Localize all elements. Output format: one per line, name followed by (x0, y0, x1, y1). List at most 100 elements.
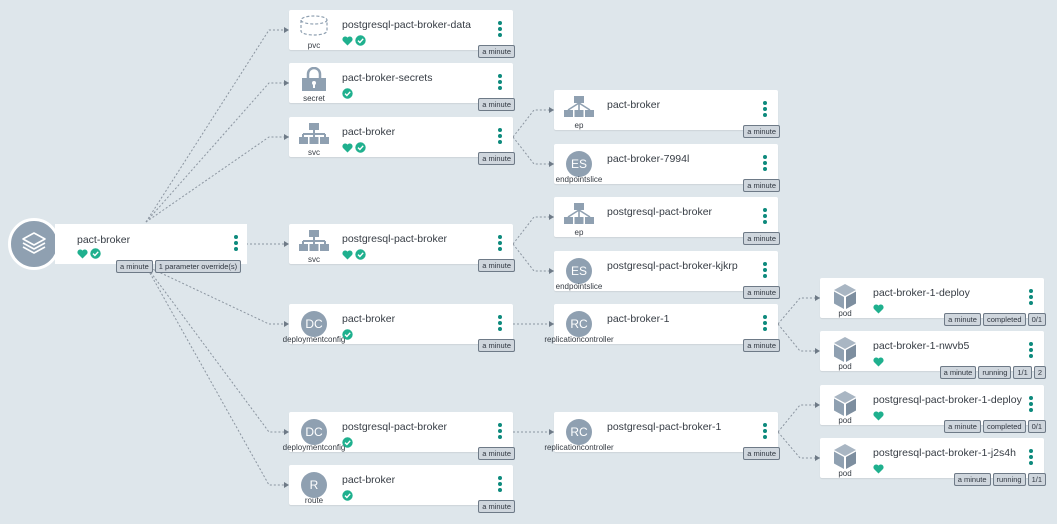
pod-icon (824, 282, 866, 310)
pod-icon (824, 389, 866, 417)
edge-connector (777, 323, 820, 352)
kebab-menu-button[interactable] (497, 423, 503, 443)
kebab-menu-button[interactable] (762, 101, 768, 121)
node-tag: a minute (743, 179, 780, 192)
edge-connector (145, 29, 289, 223)
kebab-menu-button[interactable] (762, 208, 768, 228)
kebab-menu-button[interactable] (497, 315, 503, 335)
node-tag: 0/1 (1027, 420, 1046, 433)
node-tag: a minute (478, 152, 515, 165)
kebab-menu-button[interactable] (762, 423, 768, 443)
node-icon-area: svc (293, 117, 335, 161)
node-tags: a minute (478, 259, 515, 272)
status-check-icon (355, 33, 366, 46)
root-application-card[interactable]: pact-broker (55, 224, 247, 264)
node-tag: 0/1 (1027, 313, 1046, 326)
node-icon-area: ep (558, 197, 600, 241)
kebab-menu-button[interactable] (233, 235, 239, 255)
kebab-menu-button[interactable] (1028, 289, 1034, 309)
node-tag: a minute (743, 286, 780, 299)
age-badge: a minute (116, 260, 153, 273)
node-status (873, 461, 884, 474)
node-kind-label: deploymentconfig (282, 335, 346, 344)
node-tags: a minute (478, 500, 515, 513)
root-name: pact-broker (77, 234, 131, 246)
health-heart-icon (873, 461, 884, 474)
node-status (873, 301, 884, 314)
kebab-menu-button[interactable] (497, 128, 503, 148)
health-heart-icon (342, 140, 353, 153)
node-tag: a minute (478, 339, 515, 352)
node-kind-label: pod (838, 416, 852, 425)
secret-icon (293, 67, 335, 93)
node-tag: a minute (953, 473, 991, 486)
node-kind-label: svc (308, 255, 320, 264)
root-status (77, 246, 101, 259)
node-tag: 1/1 (1027, 473, 1046, 486)
node-status (342, 140, 366, 153)
node-tag: a minute (478, 447, 515, 460)
node-tags: a minute (478, 339, 515, 352)
kebab-menu-button[interactable] (762, 155, 768, 175)
deploymentconfig-badge-icon: DC (301, 311, 327, 337)
kebab-menu-button[interactable] (1028, 342, 1034, 362)
node-tags: a minute (743, 339, 780, 352)
kebab-menu-button[interactable] (497, 21, 503, 41)
health-heart-icon (342, 247, 353, 260)
node-tags: a minute (478, 447, 515, 460)
node-status (342, 435, 353, 448)
kebab-menu-button[interactable] (497, 235, 503, 255)
kebab-menu-button[interactable] (1028, 396, 1034, 416)
kebab-menu-button[interactable] (762, 262, 768, 282)
kebab-menu-button[interactable] (497, 74, 503, 94)
node-kind-label: pod (838, 309, 852, 318)
kebab-menu-button[interactable] (1028, 449, 1034, 469)
edge-connector (777, 431, 820, 459)
override-badge: 1 parameter override(s) (154, 260, 242, 273)
endpointslice-badge-icon: ES (566, 151, 592, 177)
kebab-menu-button[interactable] (762, 315, 768, 335)
kebab-menu-button[interactable] (497, 476, 503, 496)
node-tag: a minute (743, 447, 780, 460)
node-tag: completed (982, 313, 1026, 326)
node-icon-area: secret (293, 63, 335, 107)
